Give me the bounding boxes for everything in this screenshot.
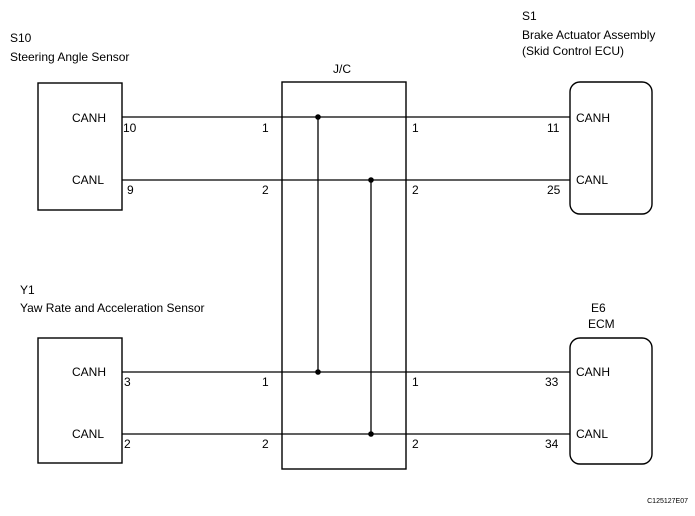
s1-name-line2: (Skid Control ECU) <box>522 44 624 58</box>
s1-pin-canh: 11 <box>547 121 560 135</box>
jc-right-pin-1: 1 <box>412 121 419 135</box>
jc-left-pin-3: 1 <box>262 375 269 389</box>
e6-canh-label: CANH <box>576 365 610 379</box>
jc-left-pin-2: 2 <box>262 183 269 197</box>
s10-name: Steering Angle Sensor <box>10 50 129 64</box>
s1-code: S1 <box>522 9 537 23</box>
y1-canh-label: CANH <box>72 365 106 379</box>
y1-pin-canl: 2 <box>124 437 131 451</box>
ecm-box <box>569 337 653 465</box>
jc-left-pin-4: 2 <box>262 437 269 451</box>
jc-right-pin-3: 1 <box>412 375 419 389</box>
s10-canl-label: CANL <box>72 173 104 187</box>
steering-angle-sensor-box <box>37 82 123 211</box>
s1-canl-label: CANL <box>576 173 608 187</box>
y1-pin-canh: 3 <box>124 375 131 389</box>
s1-pin-canl: 25 <box>547 183 561 197</box>
s10-pin-canl: 9 <box>127 183 134 197</box>
y1-code: Y1 <box>20 283 35 297</box>
e6-name: ECM <box>588 317 615 331</box>
e6-pin-canh: 33 <box>545 375 559 389</box>
e6-code: E6 <box>591 301 606 315</box>
splice-dot-canh-bottom <box>315 369 321 375</box>
e6-canl-label: CANL <box>576 427 608 441</box>
junction-label: J/C <box>333 62 351 76</box>
s10-pin-canh: 10 <box>123 121 137 135</box>
y1-canl-label: CANL <box>72 427 104 441</box>
jc-right-pin-2: 2 <box>412 183 419 197</box>
splice-dot-canl-bottom <box>368 431 374 437</box>
s10-canh-label: CANH <box>72 111 106 125</box>
junction-connector-box <box>281 81 407 470</box>
y1-name: Yaw Rate and Acceleration Sensor <box>20 301 205 315</box>
jc-right-pin-4: 2 <box>412 437 419 451</box>
jc-left-pin-1: 1 <box>262 121 269 135</box>
s1-canh-label: CANH <box>576 111 610 125</box>
splice-dot-canh-top <box>315 114 321 120</box>
figure-code: C125127E07 <box>647 498 688 505</box>
brake-actuator-box <box>569 81 653 215</box>
e6-pin-canl: 34 <box>545 437 559 451</box>
s10-code: S10 <box>10 31 32 45</box>
yaw-rate-sensor-box <box>37 337 123 464</box>
splice-dot-canl-top <box>368 177 374 183</box>
s1-name-line1: Brake Actuator Assembly <box>522 28 655 42</box>
